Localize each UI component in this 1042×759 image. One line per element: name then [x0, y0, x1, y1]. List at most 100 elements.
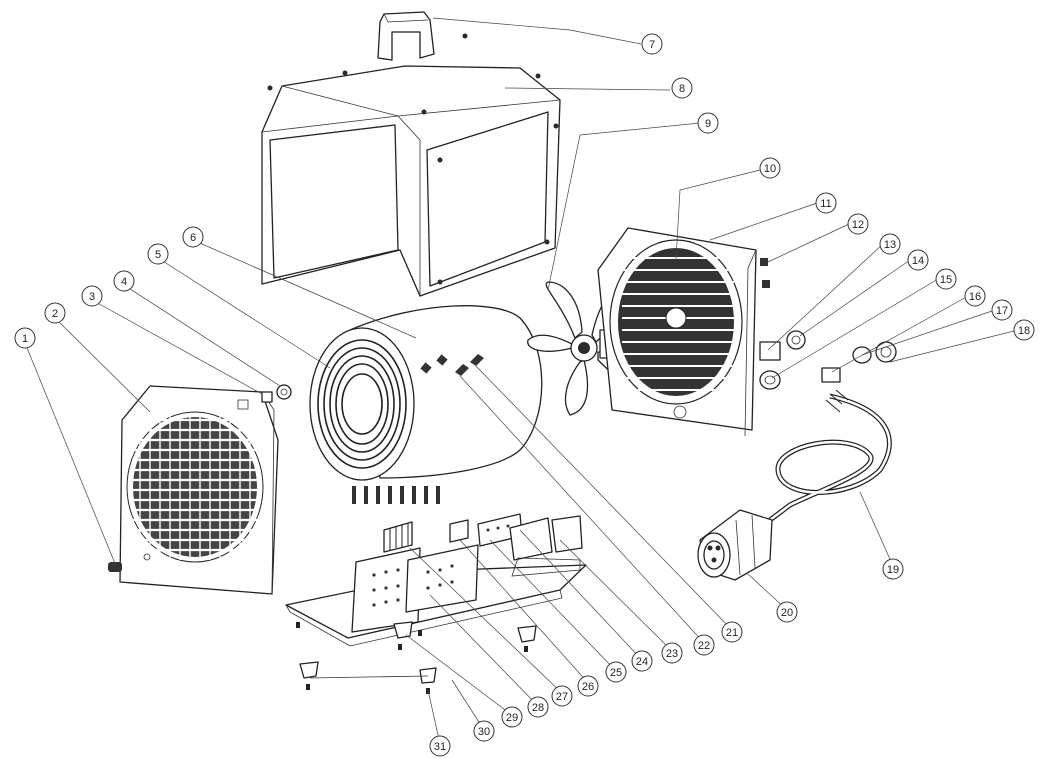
- callout-circle: [473, 720, 495, 742]
- cover-housing: [261, 33, 561, 297]
- callout-23: 23: [661, 642, 683, 664]
- callout-number: 10: [764, 163, 776, 175]
- callout-number: 14: [912, 255, 924, 267]
- callout-number: 18: [1018, 325, 1030, 337]
- callout-circle: [81, 285, 103, 307]
- callout-10: 10: [759, 157, 781, 179]
- callout-number: 21: [726, 627, 738, 639]
- rear-fan-grille: [597, 227, 757, 437]
- callout-circle: [847, 213, 869, 235]
- power-cable-plug: [697, 389, 892, 581]
- callout-number: 1: [22, 333, 28, 345]
- callout-2: 2: [44, 302, 66, 324]
- callout-number: 27: [556, 691, 568, 703]
- callout-circle: [693, 634, 715, 656]
- callout-number: 2: [52, 308, 58, 320]
- callout-number: 26: [582, 681, 594, 693]
- callout-1: 1: [14, 327, 36, 349]
- callout-circle: [551, 685, 573, 707]
- callout-number: 4: [121, 276, 127, 288]
- callout-3: 3: [81, 285, 103, 307]
- callout-circle: [776, 601, 798, 623]
- callout-number: 9: [705, 118, 711, 130]
- callout-circle: [671, 77, 693, 99]
- callout-number: 20: [781, 607, 793, 619]
- base-plate: [285, 513, 587, 647]
- heating-coils: [317, 339, 407, 469]
- callout-number: 8: [679, 83, 685, 95]
- grille-mesh: [133, 415, 257, 560]
- callout-7: 7: [641, 33, 663, 55]
- callout-number: 29: [506, 712, 518, 724]
- callout-11: 11: [815, 192, 837, 214]
- callout-8: 8: [671, 77, 693, 99]
- callout-circle: [14, 327, 36, 349]
- front-grille: [119, 385, 279, 595]
- callout-24: 24: [631, 650, 653, 672]
- callout-6: 6: [182, 226, 204, 248]
- callout-number: 12: [852, 219, 864, 231]
- callout-circle: [44, 302, 66, 324]
- callout-number: 31: [434, 741, 446, 753]
- callout-12: 12: [847, 213, 869, 235]
- callout-30: 30: [473, 720, 495, 742]
- callout-number: 30: [478, 726, 490, 738]
- callout-14: 14: [907, 249, 929, 271]
- callout-circle: [815, 192, 837, 214]
- callout-number: 28: [532, 702, 544, 714]
- callout-number: 11: [820, 198, 831, 210]
- callout-number: 6: [190, 232, 196, 244]
- callout-circle: [577, 675, 599, 697]
- callout-number: 7: [649, 39, 655, 51]
- callout-number: 16: [969, 291, 981, 303]
- callout-21: 21: [721, 621, 743, 643]
- callout-number: 24: [636, 656, 648, 668]
- callout-circle: [759, 157, 781, 179]
- callout-4: 4: [113, 270, 135, 292]
- callout-22: 22: [693, 634, 715, 656]
- callout-circle: [641, 33, 663, 55]
- callout-circle: [605, 661, 627, 683]
- callout-circle: [907, 249, 929, 271]
- callout-20: 20: [776, 601, 798, 623]
- callout-16: 16: [964, 285, 986, 307]
- callout-number: 25: [610, 667, 622, 679]
- callout-circle: [113, 270, 135, 292]
- callout-25: 25: [605, 661, 627, 683]
- electrical-parts: [759, 258, 897, 390]
- callout-circle: [661, 642, 683, 664]
- sensor-parts: [261, 384, 292, 403]
- callout-9: 9: [697, 112, 719, 134]
- callout-number: 13: [884, 239, 896, 251]
- front-screw: [108, 562, 122, 572]
- callout-18: 18: [1013, 319, 1035, 341]
- callout-5: 5: [147, 243, 169, 265]
- callout-circle: [1013, 319, 1035, 341]
- heating-element-cylinder: [309, 305, 543, 504]
- callout-number: 15: [940, 274, 952, 286]
- carry-handle: [377, 11, 435, 61]
- callout-circle: [697, 112, 719, 134]
- callout-number: 3: [89, 291, 95, 303]
- callout-circle: [991, 299, 1013, 321]
- callout-circle: [882, 558, 904, 580]
- callout-circle: [182, 226, 204, 248]
- callout-28: 28: [527, 696, 549, 718]
- callout-number: 5: [155, 249, 161, 261]
- callout-circle: [964, 285, 986, 307]
- callout-circle: [429, 735, 451, 757]
- callout-circle: [721, 621, 743, 643]
- callout-circle: [631, 650, 653, 672]
- leader-lines: [24, 17, 1019, 745]
- callout-number: 22: [698, 640, 710, 652]
- callout-13: 13: [879, 233, 901, 255]
- callout-circle: [527, 696, 549, 718]
- callout-27: 27: [551, 685, 573, 707]
- callout-26: 26: [577, 675, 599, 697]
- callout-15: 15: [935, 268, 957, 290]
- callout-number: 23: [666, 648, 678, 660]
- callout-circle: [935, 268, 957, 290]
- rubber-feet: [296, 621, 537, 694]
- callout-29: 29: [501, 706, 523, 728]
